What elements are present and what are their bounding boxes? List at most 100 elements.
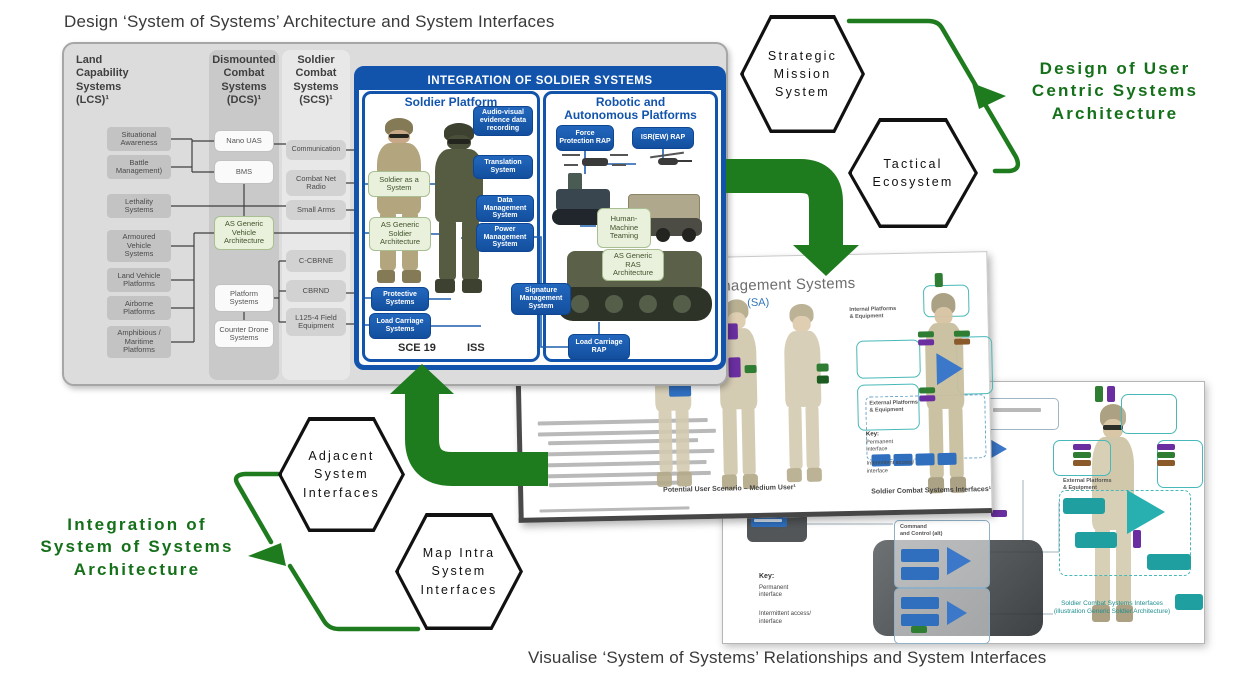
- power-system-box: [894, 588, 990, 644]
- equipment-tag: [953, 330, 970, 337]
- teal-system-box: [1063, 498, 1105, 514]
- leg-shape: [740, 405, 756, 476]
- equipment-tag: [1073, 452, 1091, 458]
- teal-system-box: [1147, 554, 1191, 570]
- system-box: [901, 614, 939, 626]
- equipment-tag: [911, 626, 927, 633]
- hexagon-map-intra-system-interfaces: Map Intra System Interfaces: [395, 513, 523, 630]
- teal-system-box: [1175, 594, 1203, 610]
- boot-shape: [402, 269, 421, 283]
- hexagon-label: Strategic Mission System: [767, 48, 838, 100]
- leg-shape: [928, 405, 945, 480]
- external-platforms-label: External Platforms & Equipment: [869, 399, 919, 414]
- leg-shape: [1115, 526, 1131, 607]
- hexagon-label: Tactical Ecosystem: [872, 156, 954, 189]
- isr-ew-rap-box: ISR(EW) RAP: [632, 127, 694, 149]
- lcs-box: Armoured Vehicle Systems: [107, 230, 171, 262]
- equipment-tag: [919, 387, 936, 394]
- integration-sos-label: Integration of System of Systems Archite…: [40, 515, 234, 579]
- flow-triangle: [1127, 490, 1165, 534]
- teal-system-box: [1075, 532, 1117, 548]
- legend: Key: Permanent interface Intermittent ac…: [759, 564, 811, 634]
- human-machine-teaming-box: Human- Machine Teaming: [597, 208, 651, 248]
- legend-item: Intermittent access/ interface: [866, 459, 915, 475]
- robotic-title: Robotic and Autonomous Platforms: [564, 95, 697, 122]
- equipment-tag: [919, 395, 936, 402]
- scs-box: Communication: [286, 140, 346, 160]
- hexagon-tactical-ecosystem: Tactical Ecosystem: [848, 118, 978, 228]
- equipment-tag: [668, 384, 692, 397]
- dcs-box: BMS: [214, 160, 274, 184]
- soldier-figure: [369, 118, 429, 283]
- leg-shape: [658, 406, 673, 475]
- equipment-tag: [1095, 386, 1103, 402]
- dcs-box-as-generic-vehicle: AS Generic Vehicle Architecture: [214, 216, 274, 250]
- dcs-box: Nano UAS: [214, 130, 274, 152]
- equipment-tag: [1157, 452, 1175, 458]
- equipment-tag: [934, 273, 943, 288]
- scs-box: Combat Net Radio: [286, 170, 346, 196]
- hexagon-adjacent-system-interfaces: Adjacent System Interfaces: [278, 417, 405, 532]
- leg-shape: [722, 405, 738, 477]
- protective-systems-box: Protective Systems: [371, 287, 429, 311]
- equipment-tag: [1073, 444, 1091, 450]
- bottom-caption: Visualise ‘System of Systems’ Relationsh…: [528, 648, 1047, 667]
- equipment-tag: [744, 364, 757, 374]
- equipment-tag: [1133, 530, 1141, 548]
- iss-label: ISS: [467, 342, 485, 354]
- boot-shape: [786, 467, 803, 483]
- soldier-as-a-system-box: Soldier as a System: [368, 171, 430, 197]
- boot-shape: [435, 279, 456, 293]
- leg-shape: [805, 403, 821, 470]
- helicopter-image: [650, 150, 694, 168]
- legend-title: Key:: [865, 431, 880, 438]
- scs-box: CBRND: [286, 280, 346, 302]
- system-box: [937, 452, 957, 466]
- system-box: [915, 453, 935, 466]
- lcs-box: Situational Awareness: [107, 127, 171, 151]
- pseudo-text-bar: [754, 519, 782, 522]
- hexagon-fill: [743, 18, 862, 130]
- torso-shape: [784, 330, 822, 408]
- equipment-tag: [917, 331, 934, 338]
- equipment-tag: [816, 363, 829, 372]
- drone-image: [562, 150, 628, 172]
- boot-shape: [677, 471, 693, 487]
- flow-triangle: [947, 547, 971, 575]
- sos-design-panel: Land Capability Systems (LCS)¹ Dismounte…: [62, 42, 728, 386]
- signature-management-box: Signature Management System: [511, 283, 571, 315]
- equipment-tag: [918, 339, 935, 346]
- partial-system-box: [985, 398, 1059, 430]
- page2-caption: Soldier Combat Systems Interfaces (illus…: [1053, 600, 1171, 616]
- hexagon-label: Map Intra System Interfaces: [420, 546, 498, 597]
- top-caption: Design ‘System of Systems’ Architecture …: [64, 12, 555, 31]
- scs-box: C-CBRNE: [286, 250, 346, 272]
- integration-title: INTEGRATION OF SOLDIER SYSTEMS: [359, 71, 721, 90]
- goggles-shape: [448, 139, 470, 144]
- sunglasses-shape: [1103, 424, 1123, 431]
- boot-shape: [657, 472, 673, 488]
- hexagon-fill: [851, 121, 975, 225]
- load-carriage-systems-box: Load Carriage Systems: [369, 313, 431, 339]
- equipment-tag: [954, 338, 971, 345]
- leg-shape: [675, 406, 691, 474]
- equipment-tag: [728, 357, 741, 378]
- lcs-box: Lethality Systems: [107, 194, 171, 218]
- equipment-tag: [1157, 460, 1175, 466]
- legend: Key: Permanent interface Intermittent ac…: [866, 424, 915, 483]
- lcs-box: Land Vehicle Platforms: [107, 268, 171, 292]
- dcs-header: Dismounted Combat Systems (DCS)¹: [212, 54, 276, 107]
- page1-caption-right: Soldier Combat Systems Interfaces¹: [871, 486, 992, 496]
- system-box: [901, 567, 939, 580]
- translation-system-box: Translation System: [473, 155, 533, 179]
- power-management-box: Power Management System: [476, 223, 534, 252]
- internal-platforms-label: Internal Platforms & Equipment: [849, 305, 897, 320]
- external-platforms-label: External Platforms & Equipment: [1063, 478, 1112, 491]
- audio-visual-box: Audio-visual evidence data recording: [473, 106, 533, 136]
- equipment-tag: [816, 375, 829, 384]
- dcs-box: Counter Drone Systems: [214, 320, 274, 348]
- robotic-platforms-panel: Robotic and Autonomous Platforms: [543, 91, 718, 362]
- sce19-label: SCE 19: [398, 342, 436, 354]
- weapon-zone-box: [856, 339, 921, 379]
